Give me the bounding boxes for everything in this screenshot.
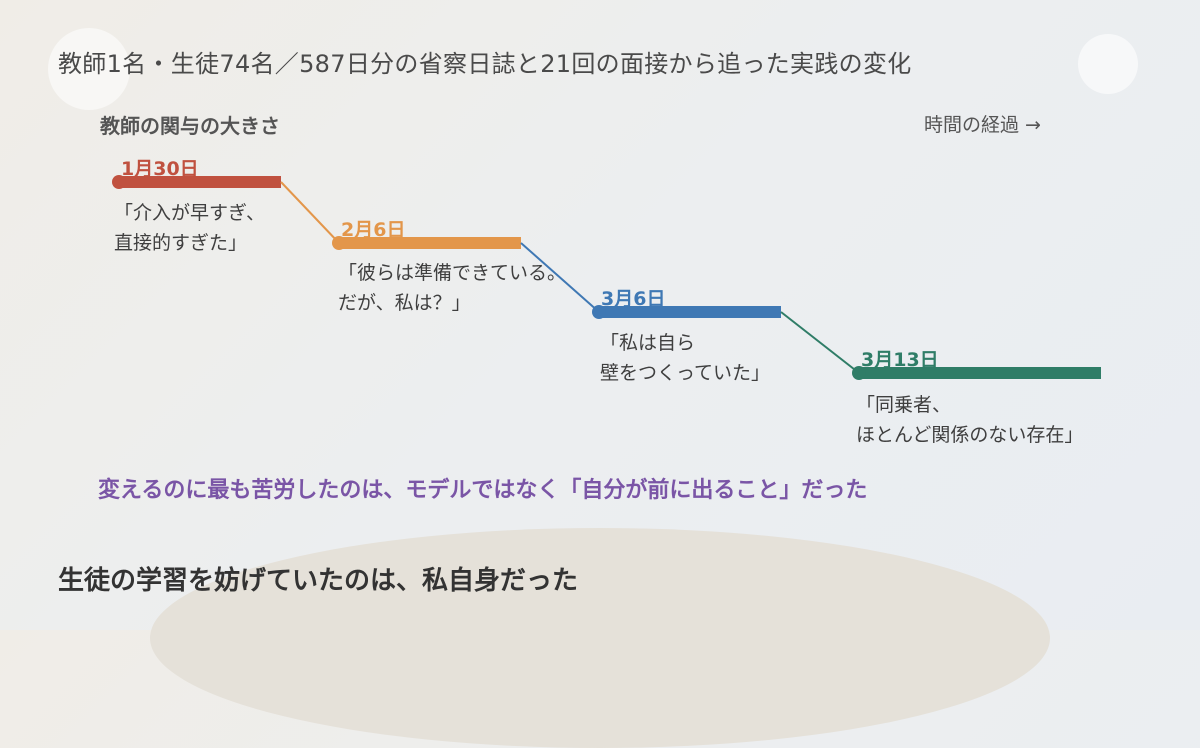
involvement-axis-label: 教師の関与の大きさ <box>100 114 280 138</box>
stage-marker <box>592 305 606 319</box>
stage-quote: 「私は自ら 壁をつくっていた」 <box>600 328 770 388</box>
stage-quote: 「彼らは準備できている。 だが、私は？」 <box>338 258 566 318</box>
quote-line: ほとんど関係のない存在」 <box>856 424 1084 446</box>
stage-marker <box>852 366 866 380</box>
stage-date: 1月30日 <box>121 158 199 180</box>
decorative-circle <box>48 28 130 110</box>
stage-marker <box>112 175 126 189</box>
quote-line: 壁をつくっていた」 <box>600 362 771 384</box>
stage-quote: 「同乗者、 ほとんど関係のない存在」 <box>856 390 1083 450</box>
stage-connector <box>780 311 860 374</box>
quote-line: 「介入が早すぎ、 <box>114 202 266 224</box>
stage-marker <box>332 236 346 250</box>
involvement-step-diagram <box>112 175 1101 380</box>
subtitle: 教師1名・生徒74名／587日分の省察日誌と21回の面接から追った実践の変化 <box>58 50 912 78</box>
key-insight: 変えるのに最も苦労したのは、モデルではなく「自分が前に出ること」だった <box>98 478 868 503</box>
quote-line: 「同乗者、 <box>856 394 952 416</box>
quote-line: 直接的すぎた」 <box>114 232 248 254</box>
stage-date: 2月6日 <box>341 219 406 241</box>
quote-line: 「私は自ら <box>600 332 696 354</box>
conclusion-headline: 生徒の学習を妨げていたのは、私自身だった <box>58 566 579 596</box>
decorative-circle <box>1078 34 1138 94</box>
stage-connector <box>520 242 600 313</box>
stage-quote: 「介入が早すぎ、 直接的すぎた」 <box>114 198 265 258</box>
quote-line: 「彼らは準備できている。 <box>338 262 567 284</box>
stage-connector <box>280 181 340 244</box>
time-axis-label: 時間の経過 → <box>924 114 1041 136</box>
stage-date: 3月13日 <box>861 349 939 371</box>
stage-date: 3月6日 <box>601 288 666 310</box>
quote-line: だが、私は？」 <box>338 292 471 314</box>
